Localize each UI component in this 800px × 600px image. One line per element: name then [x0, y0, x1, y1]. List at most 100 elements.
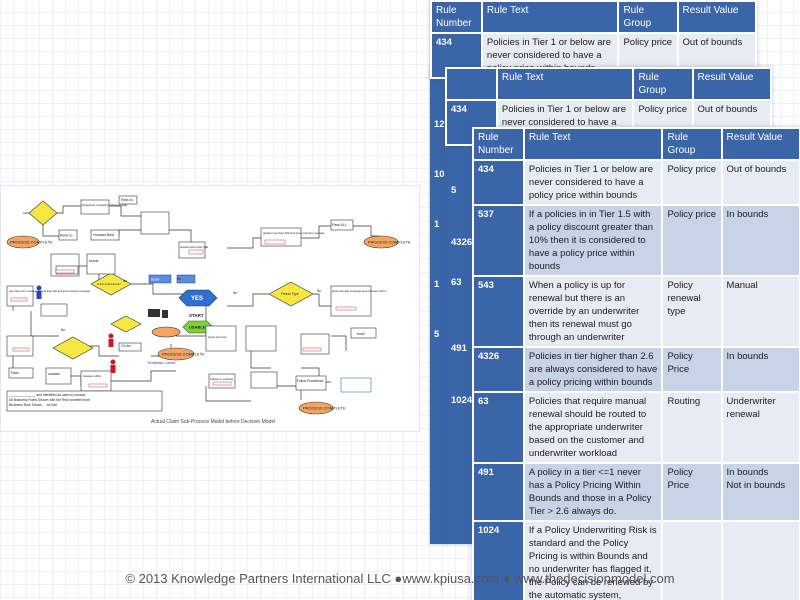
- no-label-5: No: [61, 328, 65, 332]
- result-value-cell: Manual: [722, 277, 799, 346]
- no-label-2: No: [233, 291, 237, 295]
- terminator-cancel-label: Terminator Cancel: [147, 361, 176, 365]
- rule-group-cell: Policy renewal type: [663, 277, 721, 346]
- process-complete-node-3: [157, 347, 195, 361]
- rule-group-cell: Policy Price: [663, 464, 721, 520]
- follow-procedures-label: Follow Procedures: [297, 379, 324, 383]
- process-complete-node-4: [298, 401, 334, 415]
- table-row: 537 If a policies in in Tier 1.5 with a …: [474, 206, 799, 275]
- rule-text-cell: Policies in tier higher than 2.6 are alw…: [524, 348, 662, 391]
- person-icon-blue: [36, 285, 42, 299]
- pass-to-label: Pass to: [121, 198, 133, 202]
- no-label-1: No: [123, 279, 127, 283]
- result-value-cell: In bounds: [722, 206, 799, 275]
- rule-text-cell: When a policy is up for renewal but ther…: [524, 277, 662, 346]
- start-label: START: [189, 313, 204, 318]
- table-row: 1024 If a Policy Underwriting Risk is st…: [474, 522, 799, 600]
- pass-label: Pass: [11, 371, 19, 375]
- process-complete-node-1: [6, 235, 40, 249]
- rule-text-cell: Policies in Tier 1 or below are never co…: [524, 161, 662, 204]
- edge-number: 5: [434, 329, 440, 340]
- table-row: 63 Policies that require manual renewal …: [474, 393, 799, 462]
- col-header-rule-group: Rule Group: [634, 69, 692, 99]
- pass-all-label: Pass ALL: [332, 223, 347, 227]
- process-complete-label-3: PROCESS COMPLETE: [162, 352, 205, 357]
- rule-number-cell: 1024: [474, 522, 523, 600]
- rule-text-cell: If a policies in in Tier 1.5 with a poli…: [524, 206, 662, 275]
- col-header-rule-number: [447, 69, 496, 99]
- copyright-footer: © 2013 Knowledge Partners International …: [125, 571, 675, 586]
- col-header-rule-text: Rule Text: [497, 69, 633, 99]
- order-label: Order: [121, 343, 132, 348]
- decision-diamond-4: [110, 315, 142, 333]
- result-value-cell: Underwriter renewal: [722, 393, 799, 462]
- rule-number-cell: 63: [474, 393, 523, 462]
- flowchart-caption: Actual Claim Sub-Process Model before De…: [151, 419, 276, 425]
- process-flowchart: PROCESS COMPLETE PROCESS COMPLETE PROCES…: [0, 185, 420, 432]
- computer-icon: [148, 309, 168, 318]
- rule-number-cell: 434: [474, 161, 523, 204]
- edge-number: 1024: [451, 395, 473, 406]
- decision-diamond-1: [28, 200, 58, 226]
- rule-number-cell: 491: [474, 464, 523, 520]
- rule-group-cell: Policy Price: [663, 348, 721, 391]
- contacts-label: contacts: [48, 372, 60, 376]
- score-node-2: [176, 274, 196, 284]
- yes-label: YES: [191, 296, 203, 302]
- no-label-4: No: [177, 277, 181, 281]
- rule-ref-boxes: [10, 239, 357, 388]
- table-row: 543 When a policy is up for renewal but …: [474, 277, 799, 346]
- col-header-rule-text: Rule Text: [482, 2, 618, 32]
- rule-group-cell: Policy price: [663, 206, 721, 275]
- score-label: Score: [151, 278, 160, 282]
- result-value-cell: In bounds Not in bounds: [722, 464, 799, 520]
- person-icon-red-1: [108, 333, 114, 347]
- person-icon-red-2: [110, 359, 116, 373]
- result-value-cell: Out of bounds: [722, 161, 799, 204]
- score-node: [148, 274, 172, 284]
- hold-label: hold: [357, 331, 365, 336]
- yes-node: [178, 289, 218, 307]
- col-header-rule-number: Rule Number: [474, 129, 523, 159]
- edge-number: 12: [434, 119, 445, 130]
- col-header-result-value: Result Value: [693, 69, 770, 99]
- edge-number: 1: [434, 279, 440, 290]
- sends-label: sends: [89, 259, 99, 263]
- col-header-rule-group: Rule Group: [619, 2, 677, 32]
- process-complete-nodes: [6, 235, 399, 415]
- footnote-line-3: Business Rule Shown ... ## ###: [9, 403, 57, 407]
- footnote-line-1: ______________ and identified as used or…: [8, 393, 85, 397]
- usable-label: USABLE: [189, 325, 206, 330]
- col-header-rule-text: Rule Text: [524, 129, 662, 159]
- rule-group-cell: Routing: [663, 393, 721, 462]
- suspense-label: Suspense created in 30 days after: [82, 203, 128, 207]
- applies-warning-label: applies less than 100 and gives warning …: [263, 231, 325, 235]
- rule-number-cell: 537: [474, 206, 523, 275]
- process-complete-label-4: PROCESS COMPLETE: [303, 406, 346, 411]
- edge-number: 10: [434, 169, 445, 180]
- edge-number: 4326: [451, 237, 473, 248]
- decision-nodes: [28, 200, 314, 360]
- gives-warning-label: gives warning message and chooses inform: [332, 289, 387, 293]
- decision-diamond-freeze: [268, 281, 314, 307]
- chooses-best-label: chooses Best: [93, 233, 114, 237]
- release-within-label: release within: [83, 374, 102, 378]
- col-header-rule-group: Rule Group: [663, 129, 721, 159]
- decision-diamond-new-event: [90, 272, 132, 296]
- hard-error-label: give hard error message for less than 10…: [9, 289, 90, 293]
- col-header-rule-number: Rule Number: [432, 2, 481, 32]
- rule-text-cell: Policies that require manual renewal sho…: [524, 393, 662, 462]
- steps-process-label: steps process: [208, 335, 227, 339]
- edge-number: 491: [451, 343, 467, 354]
- process-node-small: [151, 326, 181, 338]
- freeze-type-label: Freeze Type: [281, 292, 299, 296]
- col-header-result-value: Result Value: [722, 129, 799, 159]
- table-row: 491 A policy in a tier <=1 never has a P…: [474, 464, 799, 520]
- rule-number-cell: 543: [474, 277, 523, 346]
- no-label-3: No: [317, 289, 321, 293]
- new-event-label: Is this a New Event?: [97, 282, 121, 286]
- footnote-line-2: All Business Rules Shown with the Red nu…: [9, 398, 90, 402]
- decision-diamond-3: [52, 336, 94, 360]
- result-value-cell: [722, 522, 799, 600]
- rule-number-cell: 4326: [474, 348, 523, 391]
